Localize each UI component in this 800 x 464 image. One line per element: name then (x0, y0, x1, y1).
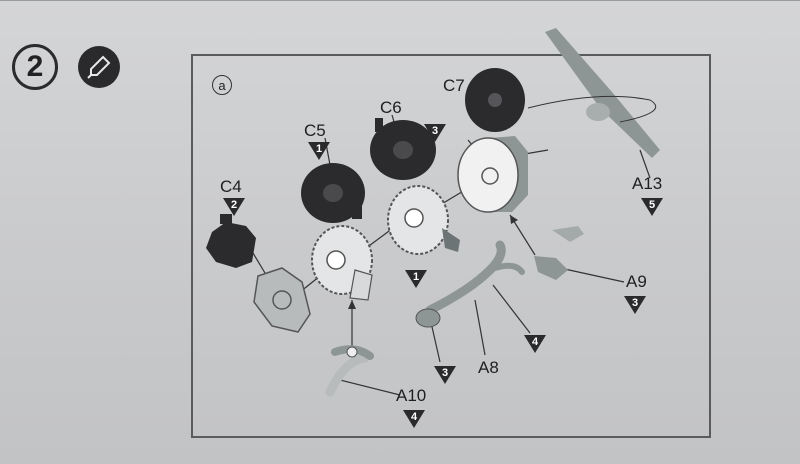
qty-marker-c6: 3 (424, 124, 446, 142)
qty-marker-a8: 3 (434, 366, 456, 384)
qty-marker-c4: 2 (223, 198, 245, 216)
part-label-c7: C7 (443, 76, 465, 95)
qty-marker-a13: 5 (641, 198, 663, 216)
part-drum (457, 136, 528, 213)
part-label-c4: C4 (220, 177, 242, 196)
part-c7-disc (465, 68, 525, 132)
part-rod (492, 262, 525, 275)
step-number: 2 (12, 44, 58, 90)
part-label-a9: A9 (626, 272, 647, 291)
part-c5-gear (301, 163, 365, 223)
part-grey-gear-left (311, 225, 373, 301)
glue-brush-icon (78, 46, 120, 88)
part-a9 (534, 226, 584, 280)
part-label-a10: A10 (396, 386, 427, 405)
part-grey-gear-middle (387, 185, 460, 255)
part-label-a13: A13 (632, 174, 663, 193)
qty-marker-c5: 1 (308, 142, 330, 160)
part-a13-propeller (527, 28, 660, 158)
part-a8-link (415, 240, 506, 328)
part-c4-bracket (206, 214, 256, 268)
part-housing (253, 267, 311, 333)
subassembly-letter: a (212, 75, 232, 95)
qty-marker-rod: 4 (524, 335, 546, 353)
diagram-frame (191, 54, 711, 438)
page-top-edge (0, 0, 800, 1)
qty-marker-grey-gear: 1 (405, 270, 427, 288)
qty-marker-a10: 4 (403, 410, 425, 428)
part-c6-gear (370, 118, 436, 180)
part-label-a8: A8 (478, 358, 499, 377)
qty-marker-a9: 3 (624, 296, 646, 314)
part-label-c5: C5 (304, 121, 326, 140)
part-a10 (325, 345, 374, 397)
part-label-c6: C6 (380, 98, 402, 117)
